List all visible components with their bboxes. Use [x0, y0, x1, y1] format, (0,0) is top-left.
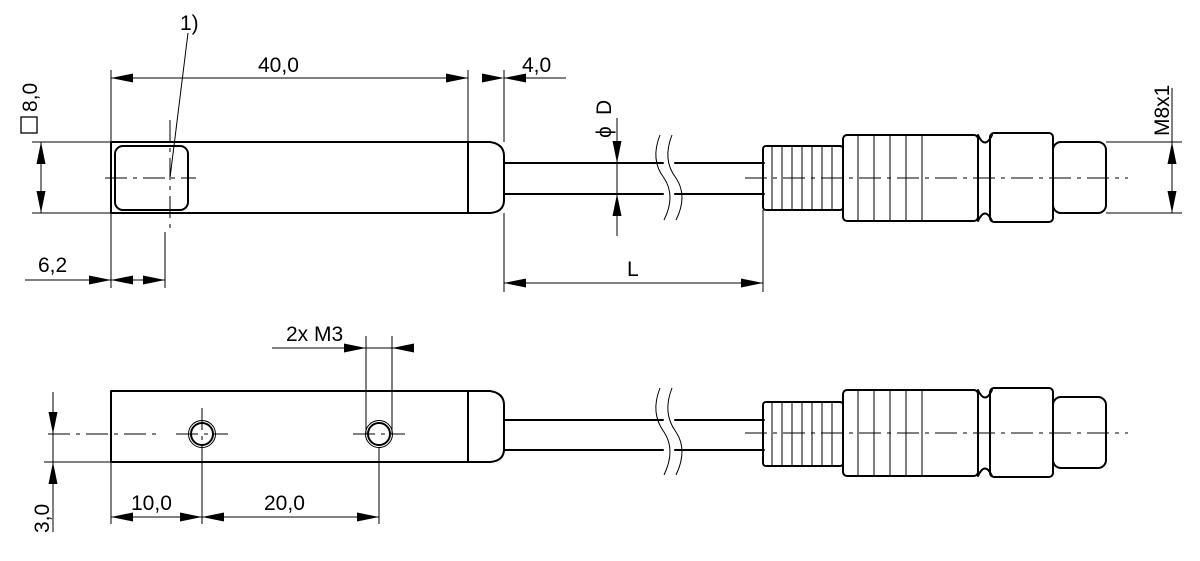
dia-label: D [593, 100, 616, 115]
dim-m8: M8x1 [1151, 85, 1174, 136]
dim-62: 6,2 [38, 254, 67, 277]
dia-symbol: ϕ [593, 126, 616, 138]
sensor-housing-side [110, 390, 469, 463]
dim-l: L [627, 258, 639, 281]
square-symbol [20, 116, 38, 134]
grip-ribs-side [771, 402, 833, 466]
dim-4: 4,0 [522, 54, 551, 77]
housing-tip-top [467, 141, 505, 214]
dim-10: 10,0 [131, 492, 172, 515]
side-view: 2x M3 10,0 20,0 3,0 [31, 323, 1128, 533]
dim-20: 20,0 [264, 492, 305, 515]
connector-grip-side [762, 401, 844, 467]
dim-3: 3,0 [31, 504, 54, 533]
cable-break-side [655, 387, 683, 476]
note-ref: 1) [180, 12, 199, 35]
top-view: 1) 40,0 4,0 8,0 ϕ D M8x1 [19, 12, 1182, 292]
dim-m3: 2x M3 [286, 323, 343, 346]
cable-break-top [655, 134, 683, 221]
dim-40: 40,0 [258, 54, 299, 77]
note-leader [169, 32, 189, 179]
housing-tip-side [467, 390, 505, 463]
dim-8: 8,0 [19, 83, 42, 112]
